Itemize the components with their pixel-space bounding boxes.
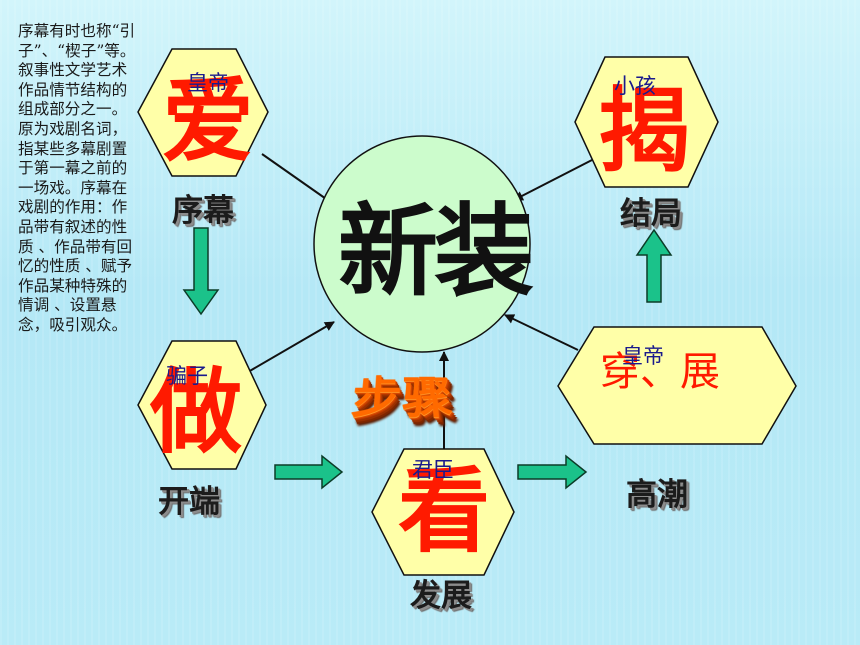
character-swindlers: 骗子: [166, 364, 208, 388]
sidebar-explanation: 序幕有时也称“引子”、“楔子”等。叙事性文学艺术作品情节结构的组成部分之一。原为…: [18, 22, 136, 334]
verb-jie: 揭: [598, 78, 691, 185]
verb-ai: 爱: [162, 68, 255, 175]
center-circle: [313, 135, 531, 353]
hexagon-beginning: [137, 340, 267, 470]
wordart-steps: 步骤: [348, 372, 456, 425]
character-court: 君臣: [412, 458, 454, 482]
verb-zuo: 做: [150, 359, 243, 466]
stage-climax: 高潮: [626, 477, 688, 513]
stage-prologue: 序幕: [172, 193, 234, 229]
hexagon-ending: [574, 56, 719, 188]
hexagon-development: [371, 448, 515, 576]
character-child: 小孩: [614, 74, 656, 98]
verb-kan: 看: [398, 458, 491, 565]
arrow-beginning-to-center: [247, 321, 335, 373]
block-arrow-right-1: [274, 454, 344, 490]
arrow-climax-to-center: [504, 314, 579, 351]
stage-ending: 结局: [620, 196, 682, 232]
hexagon-climax: [557, 326, 797, 445]
block-arrow-up: [635, 228, 673, 303]
stage-beginning: 开端: [158, 484, 220, 520]
character-emperor-climax: 皇帝: [622, 344, 664, 368]
character-emperor-prologue: 皇帝: [187, 71, 229, 95]
stage-development: 发展: [410, 578, 472, 614]
center-title: 新装: [338, 193, 534, 310]
block-arrow-down: [182, 227, 220, 316]
hexagon-prologue: [137, 48, 269, 177]
verb-chuan-zhan: 穿、展: [600, 349, 720, 395]
block-arrow-right-2: [517, 454, 588, 490]
arrow-ending-to-center: [513, 159, 593, 201]
